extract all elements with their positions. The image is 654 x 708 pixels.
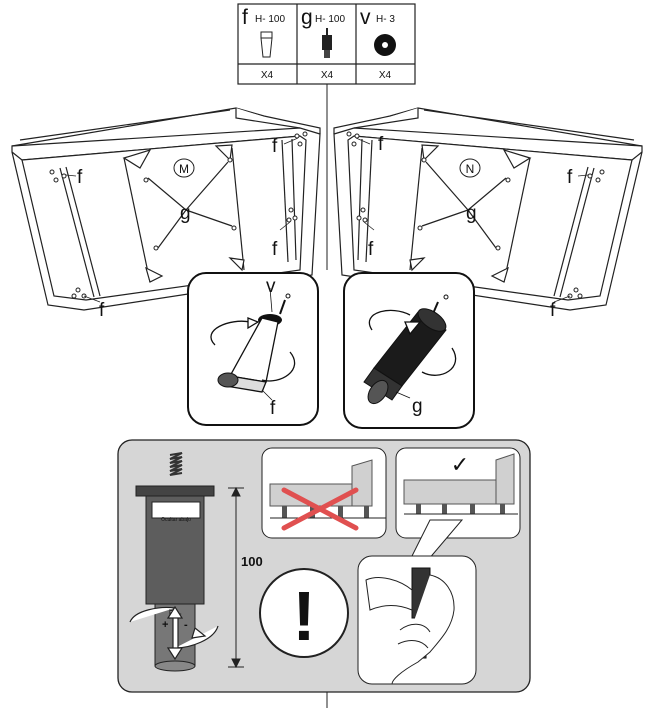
module-n-label: N — [466, 162, 475, 176]
part-f-qty: X4 — [261, 70, 274, 81]
warning-mark: ! — [292, 577, 315, 655]
right-callout-f-tl: f — [378, 134, 384, 155]
left-callout-f-tr: f — [272, 136, 278, 157]
washer-icon — [374, 34, 396, 56]
height-value: 100 — [241, 554, 263, 569]
height-adjust-arrows-icon — [129, 605, 219, 661]
tapered-leg-icon — [260, 31, 273, 58]
left-frame-holes — [49, 131, 308, 299]
screw-in-g-detail: g — [343, 272, 475, 429]
left-callout-f-br: f — [272, 239, 278, 260]
tapered-leg-illustration — [217, 293, 291, 393]
part-g-letter: g — [301, 6, 313, 29]
left-callout-f-tl: f — [77, 167, 83, 188]
right-frame-callouts: N f f f f g — [368, 134, 573, 321]
part-v-letter: v — [360, 6, 371, 29]
left-frame-callouts: M f f f f g — [65, 136, 299, 321]
part-g-cell: g H- 100 X4 — [301, 6, 345, 81]
right-callout-g: g — [466, 203, 477, 224]
cross-icon — [281, 487, 359, 531]
height-dimension — [228, 486, 244, 669]
part-g-code: H- 100 — [315, 14, 345, 25]
wrong-example-panel — [261, 447, 387, 539]
right-sofa-frame — [333, 107, 643, 311]
minus-sign: - — [184, 619, 188, 631]
plus-sign: + — [162, 619, 168, 631]
leg-sticker-text: Ocultar abajo — [161, 517, 191, 523]
parts-table: f H- 100 X4 g H- 100 X4 v H- 3 — [237, 3, 416, 85]
part-g-qty: X4 — [321, 70, 334, 81]
screw-in-f-detail: v f — [187, 272, 319, 426]
cylinder-leg-icon — [322, 28, 332, 58]
adjustable-leg-illustration: Ocultar abajo — [135, 452, 215, 672]
part-v-cell: v H- 3 X4 — [360, 6, 396, 81]
hand-adjust-panel — [357, 555, 477, 685]
rotate-arrow-icon-g — [368, 309, 457, 376]
detail-f-washer-label: v — [266, 276, 276, 297]
part-v-code: H- 3 — [376, 14, 395, 25]
warning-icon: ! — [259, 568, 349, 658]
correct-example-panel: ✓ — [395, 447, 521, 539]
part-f-letter: f — [242, 6, 248, 29]
left-sofa-frame — [11, 107, 321, 311]
part-f-cell: f H- 100 X4 — [242, 6, 285, 81]
detail-f-leg-label: f — [270, 398, 276, 419]
part-f-code: H- 100 — [255, 14, 285, 25]
module-m-badge — [173, 158, 195, 178]
right-callout-f-br: f — [550, 300, 556, 321]
rotate-arrow-icon — [210, 317, 296, 382]
module-m-label: M — [179, 162, 189, 176]
cylinder-leg-illustration — [363, 294, 449, 405]
right-callout-f-bl: f — [368, 239, 374, 260]
left-callout-f-bl: f — [99, 300, 105, 321]
detail-g-leg-label: g — [412, 396, 423, 417]
check-icon: ✓ — [451, 452, 469, 477]
right-callout-f-tr: f — [567, 167, 573, 188]
adjust-panel: Ocultar abajo + - 100 — [117, 439, 531, 708]
part-v-qty: X4 — [379, 70, 392, 81]
left-callout-g: g — [180, 203, 191, 224]
